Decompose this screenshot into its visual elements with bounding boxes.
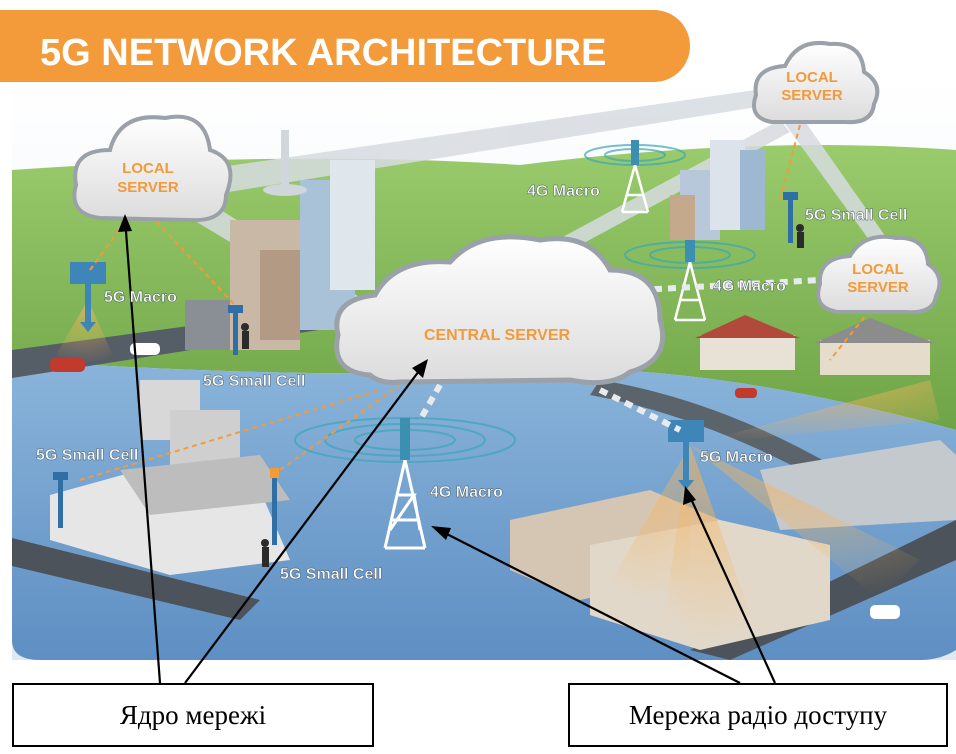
local-server-right-line2: SERVER: [847, 279, 909, 296]
small-cell-poles: [53, 192, 798, 545]
right-campus-buildings: [510, 440, 956, 650]
tower-5g-left-label: 5G Macro: [104, 289, 177, 306]
local-server-right-line1: LOCAL: [852, 261, 904, 278]
local-links: [79, 124, 871, 481]
right-houses: [695, 315, 935, 375]
core-network-label: Ядро мережі: [119, 699, 267, 730]
radio-access-network-label: Мережа радіо доступу: [628, 699, 888, 730]
local-server-left-line2: SERVER: [117, 179, 179, 196]
small-cell-bottom-label: 5G Small Cell: [280, 566, 382, 583]
tower-4g-top: [620, 140, 650, 214]
tower-4g-top-label: 4G Macro: [527, 183, 600, 200]
radio-access-network-label-box: Мережа радіо доступу: [568, 683, 948, 747]
small-cell-right-city-label: 5G Small Cell: [805, 207, 907, 224]
cloud-local-top-right: [752, 41, 880, 125]
left-shops: [50, 380, 290, 575]
local-server-top-right-line2: SERVER: [781, 87, 843, 104]
small-cell-left-shops-label: 5G Small Cell: [36, 447, 138, 464]
tower-4g-right-label: 4G Macro: [713, 278, 786, 295]
page-title: 5G NETWORK ARCHITECTURE: [40, 32, 607, 74]
cars: [50, 343, 900, 619]
cloud-central: [334, 234, 666, 386]
road-bottom-left: [12, 538, 260, 620]
road-right: [590, 380, 840, 480]
tower-4g-right: [673, 240, 707, 322]
central-server-label: CENTRAL SERVER: [424, 327, 571, 344]
people: [241, 224, 804, 567]
cloud-local-left: [72, 114, 233, 223]
small-cell-left-city-label: 5G Small Cell: [203, 373, 305, 390]
tower-5g-left: [70, 262, 106, 332]
pointer-arrowheads: [118, 214, 696, 540]
tower-5g-right-label: 5G Macro: [700, 449, 773, 466]
tower-4g-center: [383, 418, 427, 550]
title-banner: 5G NETWORK ARCHITECTURE: [0, 10, 690, 82]
local-server-left-line1: LOCAL: [122, 160, 174, 177]
central-links: [417, 277, 821, 433]
pointer-arrows: [123, 217, 777, 684]
cloud-local-right: [816, 234, 942, 315]
tower-4g-center-label: 4G Macro: [430, 484, 503, 501]
local-server-top-right-line1: LOCAL: [786, 69, 838, 86]
right-city-buildings: [670, 140, 765, 240]
core-network-label-box: Ядро мережі: [12, 683, 374, 747]
